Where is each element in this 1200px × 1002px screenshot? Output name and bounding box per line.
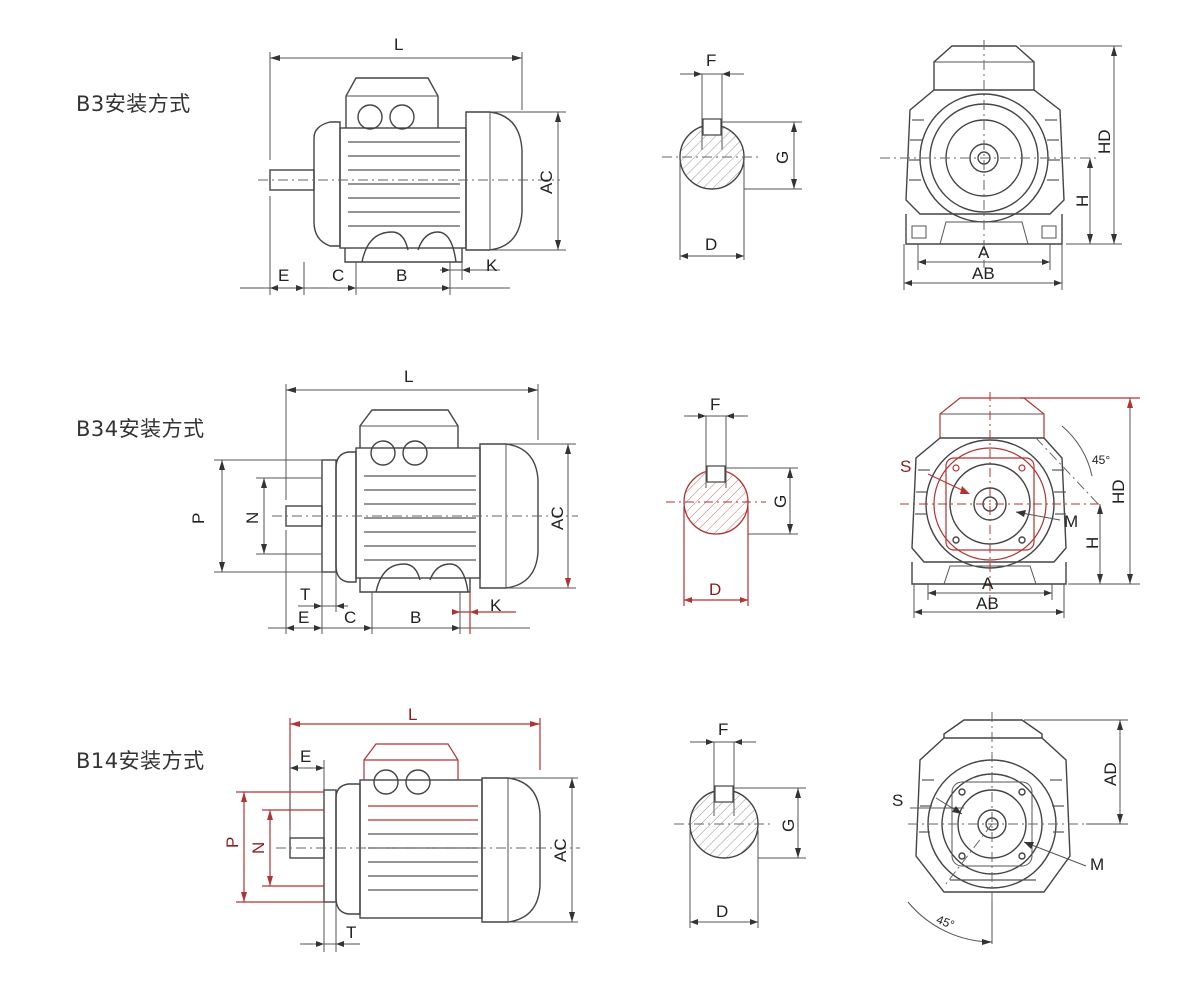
b34-dim-b: B: [410, 608, 421, 627]
b14-angle: 45°: [934, 912, 956, 932]
b34-dim-hd: HD: [1109, 479, 1128, 504]
b34-dim-t: T: [300, 585, 310, 604]
b3-dim-f: F: [706, 51, 716, 70]
b14-label-s: S: [892, 791, 903, 810]
b3-dim-ab: AB: [972, 264, 995, 283]
b14-dim-n: N: [249, 842, 268, 854]
b14-dim-e: E: [300, 747, 311, 766]
b3-dim-g: G: [773, 151, 792, 164]
b3-shaft-section: F G D: [662, 51, 802, 260]
b34-mount-title: B34安装方式: [76, 417, 205, 441]
b14-dim-l: L: [408, 705, 417, 724]
b34-dim-f: F: [710, 395, 720, 414]
b3-dim-d: D: [705, 235, 717, 254]
b3-dim-h: H: [1073, 195, 1092, 207]
b14-dim-ad: AD: [1101, 762, 1120, 786]
b14-dim-f: F: [718, 720, 728, 739]
b14-dim-t: T: [346, 923, 356, 942]
b34-angle: 45°: [1092, 453, 1110, 467]
b34-label-m: M: [1064, 512, 1078, 531]
b34-front-view: S M 45° HD H A: [900, 392, 1140, 618]
b34-side-view: L AC P N: [189, 367, 578, 634]
b34-dim-g: G: [771, 495, 790, 508]
b14-dim-g: G: [779, 819, 798, 832]
b34-dim-h: H: [1083, 537, 1102, 549]
b34-dim-l: L: [404, 367, 413, 386]
b34-dim-a: A: [982, 574, 994, 593]
b34-dim-d: D: [709, 580, 721, 599]
b3-dim-ac: AC: [537, 170, 556, 194]
b3-side-view: L AC E C B K: [240, 35, 566, 295]
b3-dim-a: A: [978, 243, 990, 262]
b34-dim-ac: AC: [548, 506, 567, 530]
b14-mount-title: B14安装方式: [76, 749, 205, 773]
b14-shaft-section: F G D: [674, 720, 806, 928]
b34-shaft-section: F G D: [666, 395, 798, 606]
b3-front-view: HD H A AB: [880, 40, 1122, 290]
b3-mount-title: B3安装方式: [76, 92, 191, 116]
b34-dim-e: E: [298, 608, 309, 627]
b34-dim-k: K: [490, 596, 502, 615]
b3-dim-k: K: [486, 256, 498, 275]
b3-dim-l: L: [394, 35, 403, 54]
b34-dim-p: P: [189, 513, 208, 524]
b14-side-view: L E AC P N: [223, 705, 580, 952]
b14-front-view: AD S M 45°: [892, 712, 1128, 945]
b34-dim-c: C: [344, 608, 356, 627]
b14-dim-ac: AC: [551, 838, 570, 862]
b3-dim-e: E: [278, 266, 289, 285]
b34-dim-n: N: [243, 512, 262, 524]
b3-dim-c: C: [332, 266, 344, 285]
b3-dim-hd: HD: [1095, 129, 1114, 154]
b14-dim-d: D: [716, 902, 728, 921]
b3-dim-b: B: [396, 266, 407, 285]
b14-label-m: M: [1090, 855, 1104, 874]
b34-label-s: S: [900, 457, 911, 476]
b34-dim-ab: AB: [976, 594, 999, 613]
b14-dim-p: P: [223, 837, 242, 848]
